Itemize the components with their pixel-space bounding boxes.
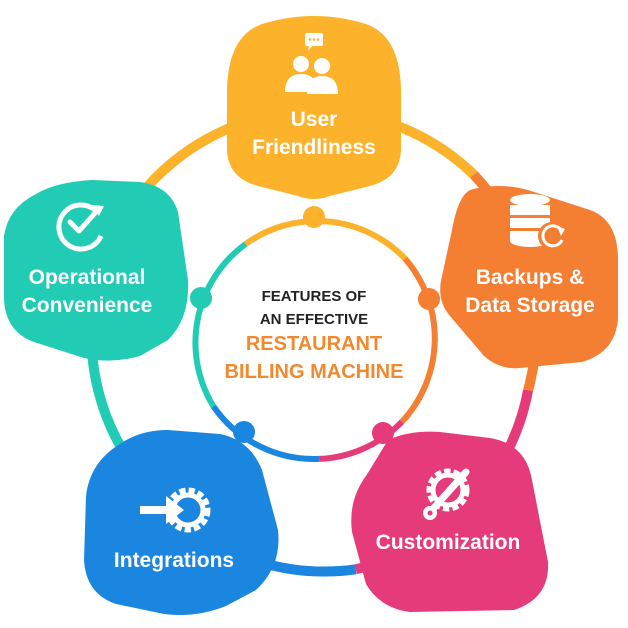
node-blob-customization — [351, 431, 549, 612]
check-cycle-icon — [56, 202, 104, 252]
node-label-line: Integrations — [113, 549, 235, 572]
inner-ring-arc-yellow — [243, 218, 408, 261]
center-title-line-2: AN EFFECTIVE — [259, 311, 369, 328]
node-label-operational-convenience: Operational Convenience — [4, 264, 170, 320]
database-refresh-icon — [510, 194, 566, 250]
inner-ring-arc-orange — [399, 256, 438, 424]
node-blob-backups-data-storage — [440, 186, 618, 369]
node-label-line: User — [290, 108, 338, 131]
users-chat-icon — [285, 33, 338, 94]
node-label-line: Backups & — [475, 266, 585, 289]
inner-dot-pink — [372, 422, 394, 444]
node-blob-user-friendliness — [227, 16, 401, 199]
node-blob-operational-convenience — [4, 180, 189, 361]
node-label-customization: Customization — [358, 529, 538, 557]
node-label-line: Customization — [375, 531, 521, 554]
inner-dot-yellow — [303, 206, 325, 228]
center-title-line-4: BILLING MACHINE — [224, 361, 404, 383]
node-label-user-friendliness: User Friendliness — [214, 106, 414, 162]
node-label-backups-data-storage: Backups & Data Storage — [442, 264, 618, 320]
center-title-line-3: RESTAURANT — [245, 333, 383, 355]
inner-dot-blue — [233, 421, 255, 443]
node-label-line: Convenience — [21, 294, 153, 317]
gear-wrench-icon — [423, 468, 470, 520]
node-label-line: Data Storage — [465, 294, 595, 317]
inner-dot-orange — [418, 288, 440, 310]
node-label-integrations: Integrations — [92, 547, 256, 575]
inner-ring-arc-teal — [192, 241, 248, 408]
inner-ring-arc-pink — [318, 419, 405, 462]
node-label-line: Friendliness — [252, 136, 376, 159]
arrow-gear-icon — [140, 487, 211, 533]
inner-ring-arc-blue — [210, 404, 320, 462]
node-label-line: Operational — [28, 266, 146, 289]
center-title-line-1: FEATURES OF — [261, 288, 367, 305]
inner-dot-teal — [190, 287, 212, 309]
